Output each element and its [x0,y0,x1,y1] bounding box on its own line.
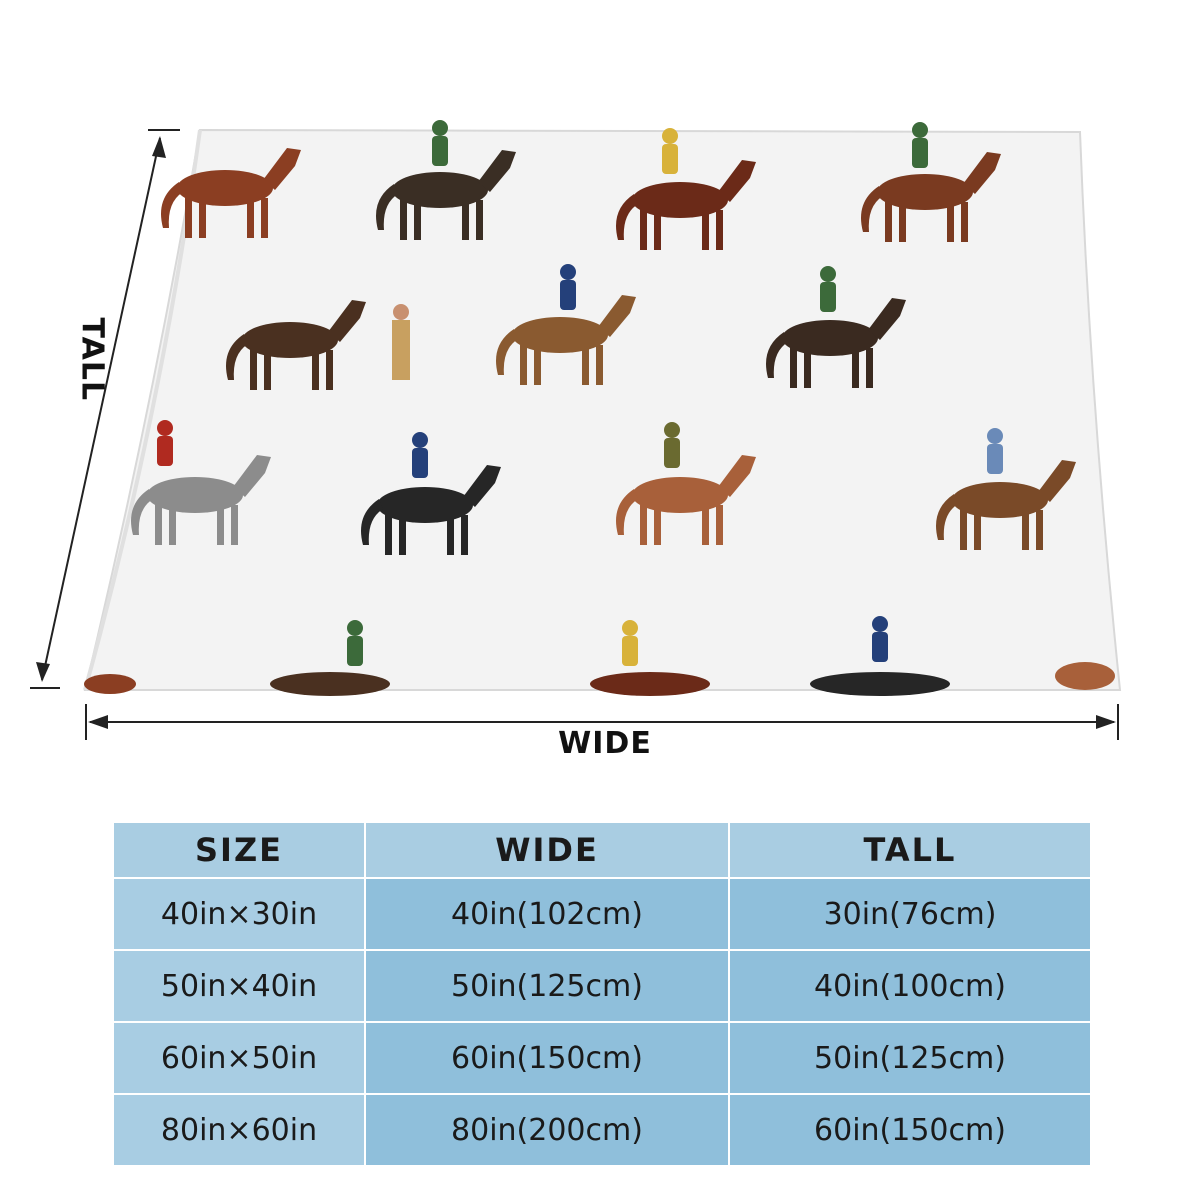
row-4-wide: 80in(200cm) [366,1095,728,1165]
tall-label: TALL [74,317,110,402]
row-1-wide: 40in(102cm) [366,879,728,949]
tall-dimension-arrow [30,129,180,689]
row-1-tall: 30in(76cm) [730,879,1090,949]
horse-pattern [84,120,1115,696]
blanket-illustration [30,120,1122,740]
row-4-tall: 60in(150cm) [730,1095,1090,1165]
size-table: SIZE WIDE TALL 40in×30in 40in(102cm) 30i… [114,823,1090,1165]
row-2-tall: 40in(100cm) [730,951,1090,1021]
header-tall: TALL [730,823,1090,877]
wide-label: WIDE [558,726,652,761]
wide-dimension-arrow [85,704,1119,740]
row-4-size: 80in×60in [114,1095,364,1165]
row-1-size: 40in×30in [114,879,364,949]
blanket-shape [83,128,1122,691]
row-2-wide: 50in(125cm) [366,951,728,1021]
row-3-size: 60in×50in [114,1023,364,1093]
row-2-size: 50in×40in [114,951,364,1021]
header-size: SIZE [114,823,364,877]
row-3-tall: 50in(125cm) [730,1023,1090,1093]
header-wide: WIDE [366,823,728,877]
row-3-wide: 60in(150cm) [366,1023,728,1093]
